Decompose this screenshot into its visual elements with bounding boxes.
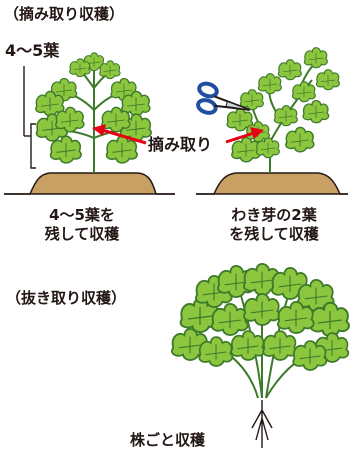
left-caption-line1: 4～5葉を bbox=[49, 206, 115, 224]
left-caption-line2: 残して収穫 bbox=[44, 225, 120, 243]
leaf-count-label: 4～5葉 bbox=[5, 41, 60, 60]
arrow-right bbox=[225, 127, 264, 144]
right-caption-line1: わき芽の2葉 bbox=[231, 206, 317, 224]
right-soil-mound bbox=[196, 172, 348, 195]
right-plant bbox=[196, 47, 348, 195]
leaf-count-bracket bbox=[23, 66, 36, 169]
picking-heading: （摘み取り収穫） bbox=[4, 5, 125, 23]
arrow-left bbox=[92, 124, 147, 145]
arrow-label: 摘み取り bbox=[146, 135, 215, 154]
right-caption: わき芽の2葉 を残して収穫 bbox=[214, 206, 334, 244]
scissors-icon bbox=[196, 81, 251, 115]
left-caption: 4～5葉を 残して収穫 bbox=[32, 206, 132, 244]
left-soil-mound bbox=[4, 172, 175, 195]
whole-plant bbox=[171, 262, 350, 448]
pulling-caption: 株ごと収穫 bbox=[128, 431, 208, 449]
pulling-heading: （抜き取り収穫） bbox=[6, 289, 127, 307]
left-plant bbox=[4, 52, 175, 195]
right-caption-line2: を残して収穫 bbox=[229, 225, 319, 243]
